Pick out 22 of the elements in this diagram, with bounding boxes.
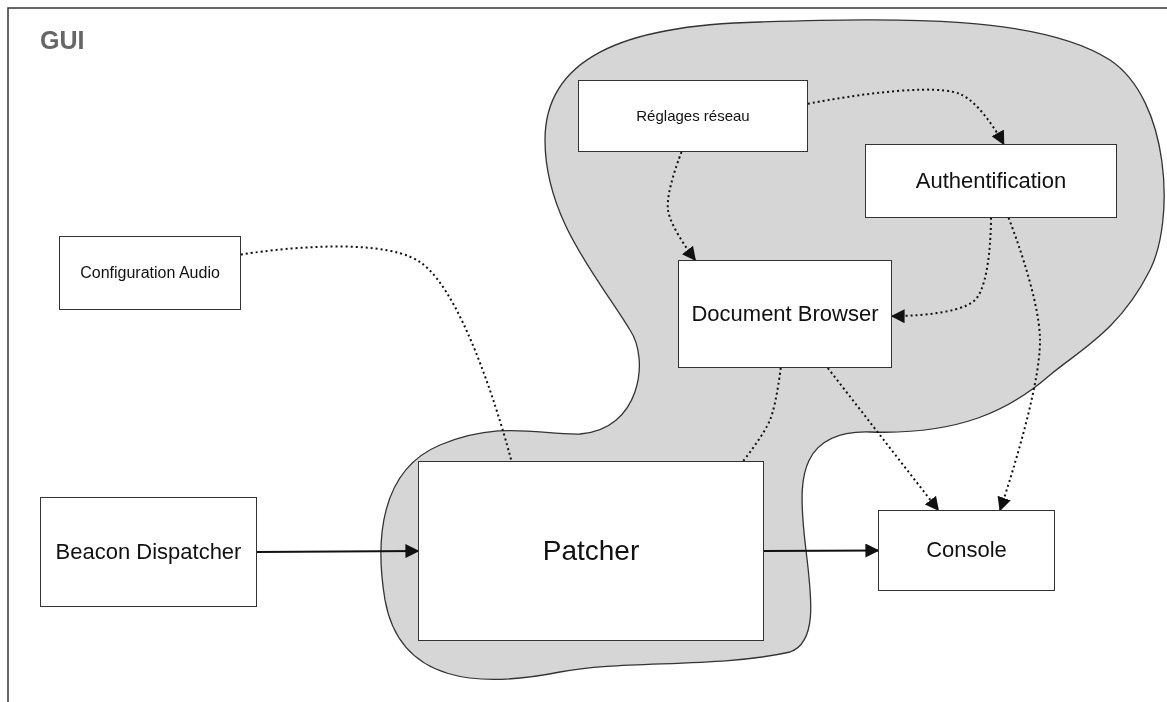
arrow	[807, 88, 1005, 146]
process-box	[578, 80, 808, 152]
process-box	[678, 260, 892, 368]
process-box	[59, 236, 241, 310]
process-box	[40, 497, 257, 607]
box-label: Beacon Dispatcher	[54, 537, 243, 566]
arrow	[256, 544, 420, 559]
arrow	[890, 217, 992, 324]
box-label: Console	[925, 536, 1008, 565]
arrow	[666, 151, 697, 262]
arrow	[826, 367, 940, 512]
process-box	[865, 144, 1117, 218]
process-box	[418, 461, 764, 641]
box-label: Réglages réseau	[635, 106, 751, 126]
box-label: Authentification	[914, 166, 1068, 195]
process-box	[878, 510, 1055, 591]
box-label: Patcher	[541, 533, 641, 568]
arrow	[763, 543, 880, 558]
box-label: Configuration Audio	[79, 262, 221, 283]
box-label: Document Browser	[690, 299, 880, 328]
diagram-title: GUI	[40, 26, 85, 55]
arrow	[997, 217, 1041, 512]
